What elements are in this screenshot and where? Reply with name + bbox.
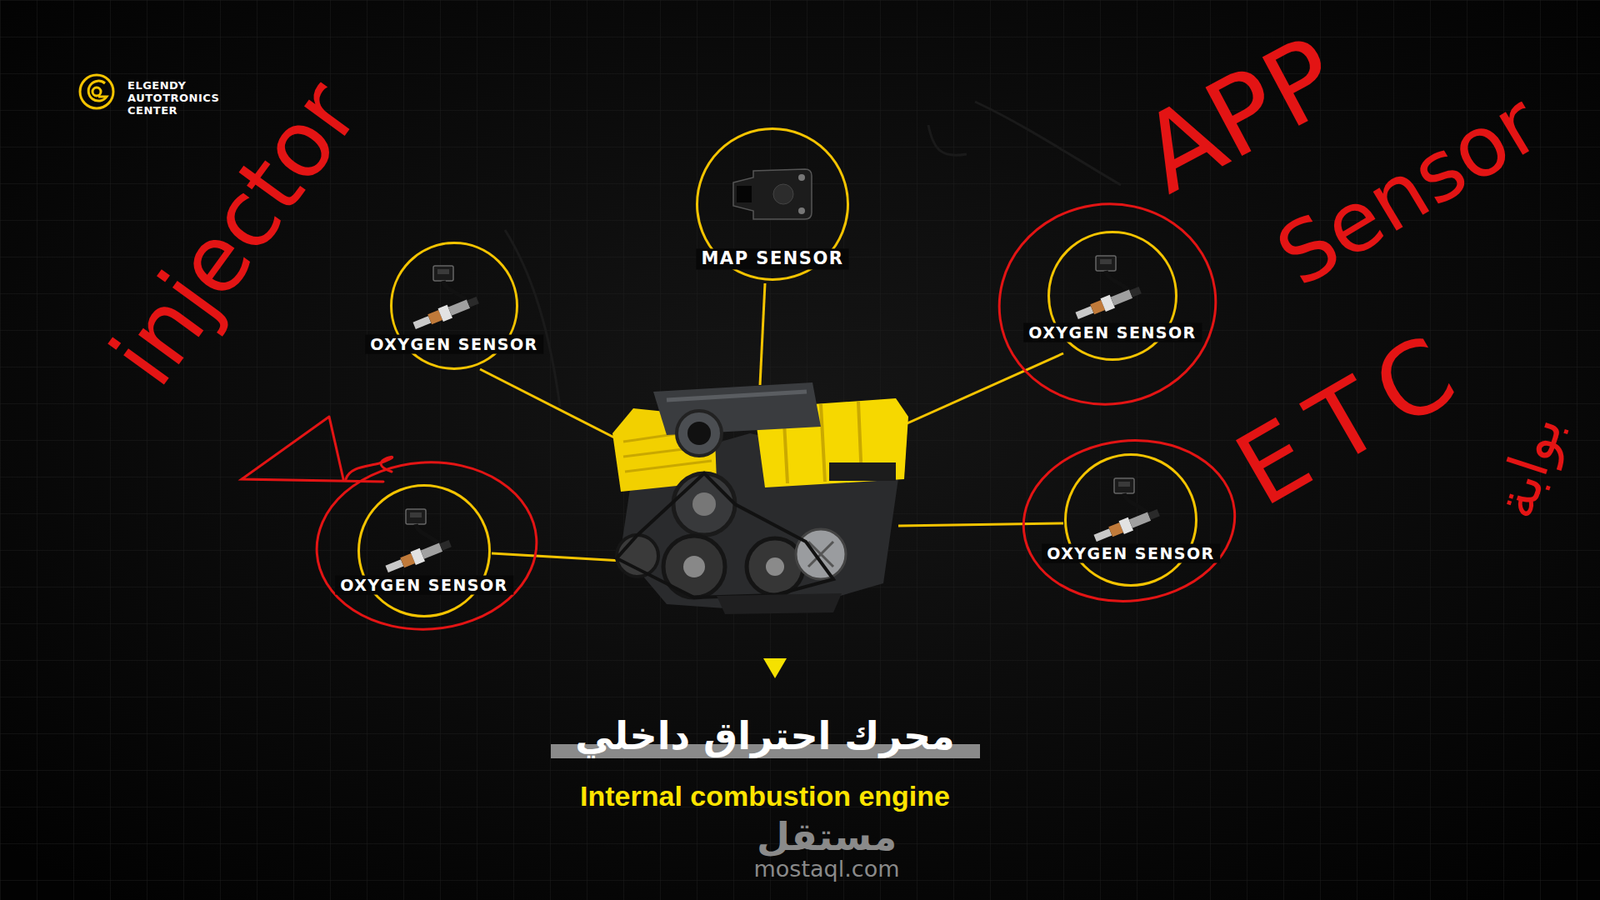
title: محرك احتراق داخلي [575, 713, 955, 759]
sensor-circle: OXYGEN SENSOR [390, 241, 519, 370]
sensor-label: OXYGEN SENSOR [335, 575, 514, 595]
sensor-circle: MAP SENSOR [695, 127, 850, 281]
sensor-circle: OXYGEN SENSOR [1047, 230, 1178, 361]
logo-text: ELGENDY AUTOTRONICS CENTER [127, 80, 220, 118]
sensor-circle: OXYGEN SENSOR [357, 484, 491, 618]
sensor-circle: OXYGEN SENSOR [1064, 453, 1198, 587]
sensor-label: OXYGEN SENSOR [1041, 544, 1220, 564]
watermark: mostaql.com [754, 855, 900, 882]
sensor-icon [380, 505, 465, 573]
sensor-icon [1089, 475, 1173, 542]
caption: Internal combustion engine [580, 780, 950, 813]
sensor-label: OXYGEN SENSOR [1023, 323, 1202, 343]
sensor-icon [408, 262, 492, 330]
sensor-icon [725, 160, 819, 228]
sensor-label: OXYGEN SENSOR [365, 335, 544, 355]
sensor-icon [1070, 252, 1155, 320]
watermark: مستقل [756, 815, 897, 860]
sensor-label: MAP SENSOR [695, 248, 849, 270]
